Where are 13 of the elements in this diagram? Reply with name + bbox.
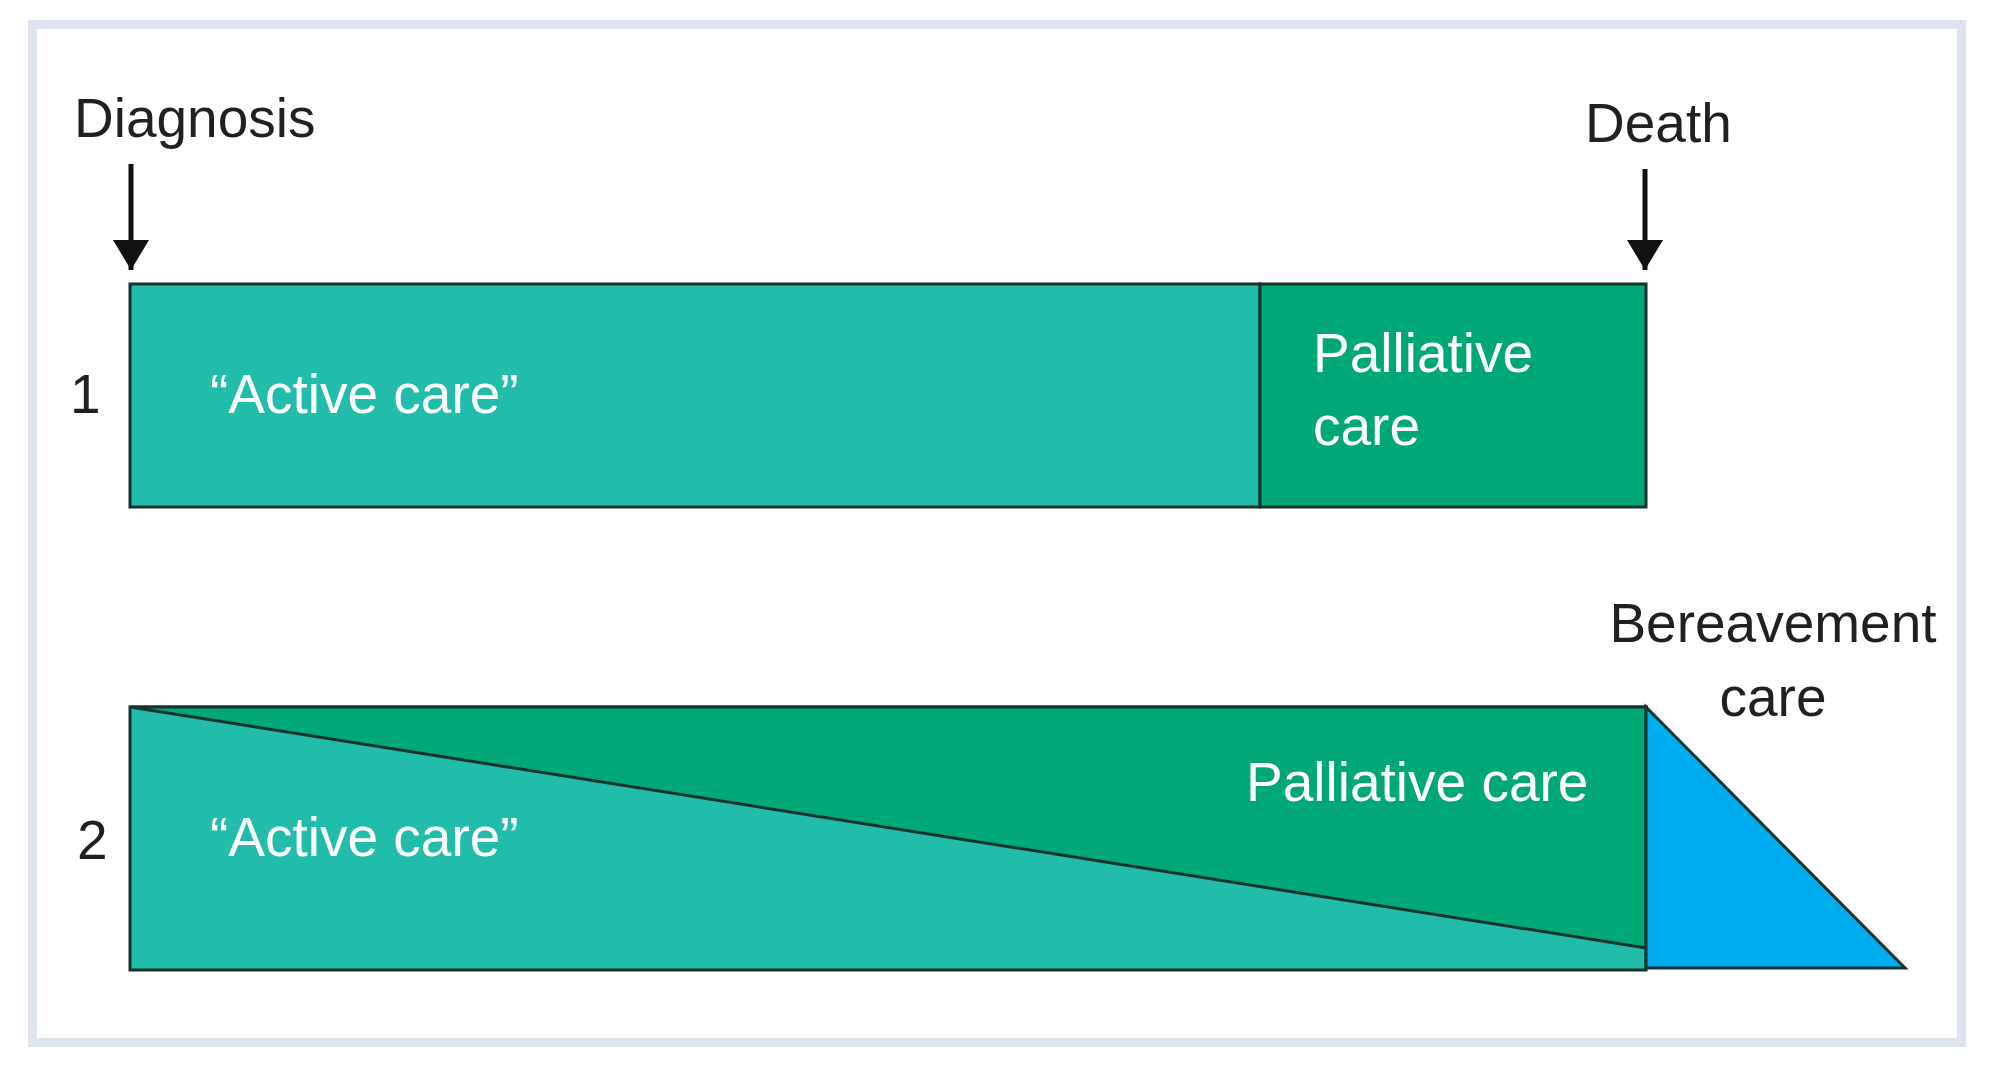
row-number: 2 — [77, 808, 108, 872]
arrow — [113, 164, 149, 270]
care-label: “Active care” — [210, 362, 519, 426]
care-phase-bar — [130, 284, 1260, 507]
care-label: Palliative care — [1246, 750, 1589, 814]
care-label: Bereavement care — [1608, 591, 1938, 730]
care-label: “Active care” — [210, 805, 519, 869]
milestone-label: Diagnosis — [74, 86, 316, 150]
care-label: Palliative care — [1313, 321, 1535, 459]
arrow — [1627, 169, 1663, 270]
care-phase-bar — [1260, 284, 1646, 507]
row-number: 1 — [70, 362, 101, 426]
milestone-label: Death — [1585, 91, 1732, 155]
